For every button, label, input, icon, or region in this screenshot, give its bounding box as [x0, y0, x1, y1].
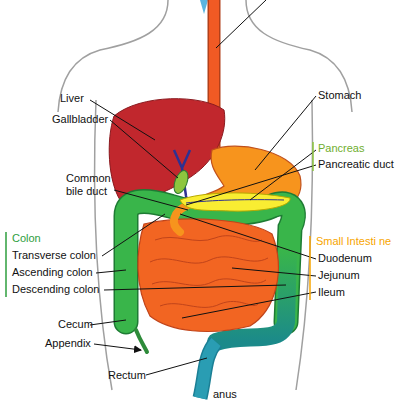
part-label: Rectum	[108, 369, 146, 382]
part-label: Ascending colon	[12, 266, 93, 279]
part-label: anus	[213, 388, 237, 400]
group-bracket	[309, 236, 311, 300]
part-label: Duodenum	[318, 252, 372, 265]
part-label: Appendix	[45, 337, 91, 350]
group-bracket	[312, 142, 314, 171]
body-outline	[58, 0, 168, 112]
part-label: Transverse colon	[12, 249, 96, 262]
appendix	[136, 330, 147, 352]
leader-lines	[90, 0, 316, 375]
part-label: Gallbladder	[52, 113, 108, 126]
gallbladder	[171, 169, 190, 196]
part-label: Pancreatic duct	[318, 158, 394, 171]
intestine-folds	[150, 236, 268, 308]
part-label: Descending colon	[12, 283, 99, 296]
liver	[109, 99, 225, 201]
small-intestine	[138, 219, 278, 331]
part-label: Jejunum	[318, 269, 360, 282]
part-label: Colon	[12, 232, 41, 245]
part-label: Common bile duct	[66, 172, 118, 198]
part-label: Pancreas	[318, 142, 364, 155]
part-label: Liver	[60, 92, 84, 105]
mouth-mark	[200, 0, 208, 14]
group-bracket	[5, 232, 7, 297]
part-label: Cecum	[58, 318, 93, 331]
part-label: Ileum	[318, 286, 345, 299]
part-label: Stomach	[318, 89, 361, 102]
part-label: Small Intesti ne	[316, 235, 391, 248]
